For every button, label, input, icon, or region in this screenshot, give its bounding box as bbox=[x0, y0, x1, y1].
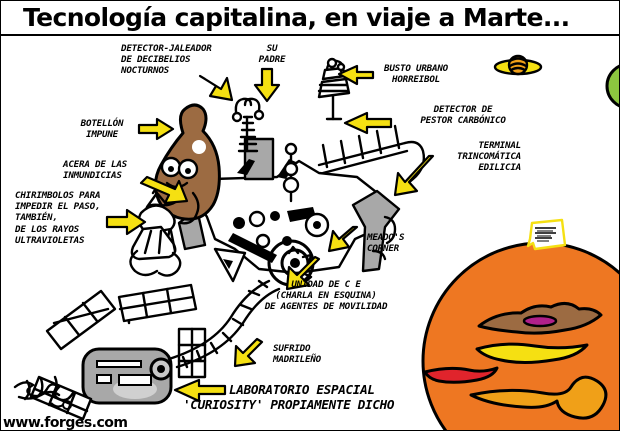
chirimbolos bbox=[129, 187, 182, 277]
label-terminal-trincomatica: TERMINAL TRINCOMÁTICA EDILICIA bbox=[457, 140, 521, 174]
speech-bubble bbox=[526, 218, 567, 251]
label-laboratorio-line2: 'CURIOSITY' PROPIAMENTE DICHO bbox=[183, 397, 395, 412]
credit-url[interactable]: www.forges.com bbox=[3, 415, 128, 431]
space-lab-module bbox=[29, 279, 281, 421]
green-planet bbox=[605, 64, 619, 108]
label-laboratorio-line1: LABORATORIO ESPACIAL bbox=[229, 382, 375, 397]
label-su-padre: SU PADRE bbox=[258, 43, 286, 66]
arrow-sufrido-madrileno bbox=[233, 337, 264, 368]
arrow-botellon-impune bbox=[137, 117, 175, 141]
arrow-meados-corner bbox=[327, 225, 359, 253]
arrow-detector-jaleador bbox=[198, 74, 234, 102]
label-meados-corner: MEADO'S CORNER bbox=[367, 232, 405, 255]
ladder-arm bbox=[167, 279, 281, 369]
label-botellon-impune: BOTELLÓN IMPUNE bbox=[80, 118, 124, 141]
arrow-busto-urbano bbox=[337, 64, 375, 86]
saturn-planet bbox=[493, 54, 543, 76]
signature-scribble bbox=[13, 375, 75, 410]
street-lamp bbox=[317, 57, 351, 121]
cartoon-title-bar: Tecnología capitalina, en viaje a Marte.… bbox=[1, 1, 619, 36]
arrow-su-padre bbox=[253, 67, 281, 103]
arrow-detector-pestor bbox=[343, 111, 393, 135]
label-acera-inmundicias: ACERA DE LAS INMUNDICIAS bbox=[63, 159, 127, 182]
page-title: Tecnología capitalina, en viaje a Marte.… bbox=[23, 3, 570, 32]
label-detector-jaleador: DETECTOR-JALEADOR DE DECIBELIOS NOCTURNO… bbox=[121, 43, 212, 77]
arrow-acera-inmundicias bbox=[139, 175, 189, 205]
arrow-chirimbolos bbox=[105, 208, 147, 236]
solar-panel-top bbox=[117, 283, 198, 325]
rover-machine bbox=[177, 57, 426, 287]
mars-planet bbox=[421, 241, 619, 430]
arrow-unidad-ce bbox=[285, 255, 321, 291]
label-sufrido-madrileno: SUFRIDO MADRILEÑO bbox=[273, 343, 321, 366]
solar-panel-left-upper bbox=[45, 289, 117, 351]
arrow-laboratorio-espacial bbox=[173, 378, 227, 403]
label-busto-urbano: BUSTO URBANO HORREIBOL bbox=[384, 63, 448, 86]
label-unidad-ce: UNIDAD DE C E (CHARLA EN ESQUINA) DE AGE… bbox=[264, 279, 388, 313]
label-chirimbolos: CHIRIMBOLOS PARA IMPEDIR EL PASO, TAMBIÉ… bbox=[15, 190, 101, 246]
arrow-terminal-trincomatica bbox=[393, 154, 435, 197]
label-detector-pestor: DETECTOR DE PESTOR CARBÓNICO bbox=[420, 104, 506, 127]
